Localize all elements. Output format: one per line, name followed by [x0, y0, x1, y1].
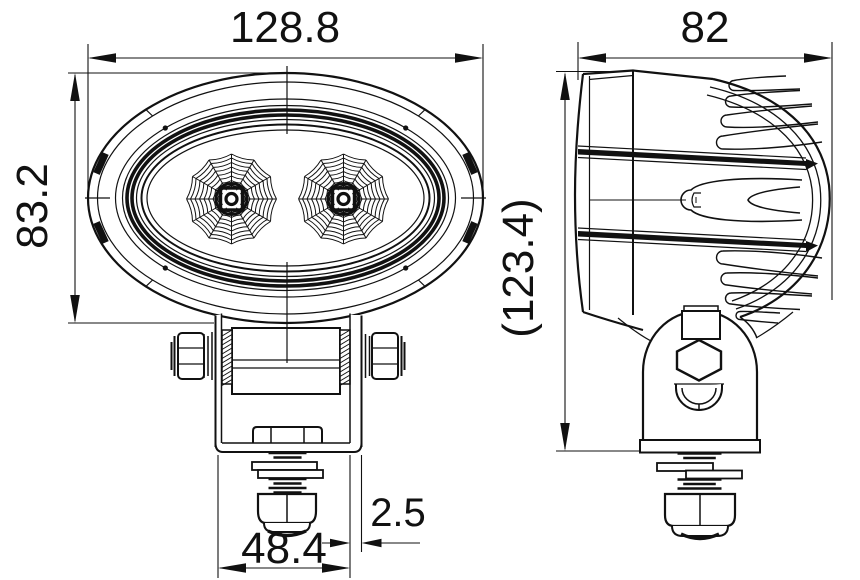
- bezel-clips: [93, 152, 478, 244]
- pedestal-mount: [639, 305, 761, 541]
- pivot-bolt-right: [360, 332, 406, 380]
- lens-inner-edge: [140, 123, 431, 273]
- dim-front-width-label: 128.8: [230, 3, 340, 52]
- front-view: [85, 66, 486, 538]
- dim-side-depth: 82: [577, 3, 833, 300]
- front-centerlines: [85, 66, 486, 363]
- pivot-bolt-left: [170, 332, 213, 380]
- lens-seal-band: [125, 108, 446, 288]
- heatsink-ribs: [577, 145, 818, 253]
- dim-overall-height: (123.4): [494, 70, 641, 452]
- dim-bracket-width-label: 48.4: [241, 524, 327, 573]
- heatsink-fork: [680, 177, 803, 223]
- front-stud-threads: [268, 451, 307, 494]
- dim-bracket-width: 48.4: [217, 455, 363, 578]
- led-chip-left: [214, 182, 249, 216]
- side-view: [573, 69, 831, 541]
- dim-bracket-thickness-label: 2.5: [370, 491, 426, 535]
- dim-front-height: 83.2: [8, 72, 289, 324]
- dim-bracket-thickness: 2.5: [322, 491, 426, 548]
- led-chip-right: [326, 182, 361, 216]
- dim-front-height-label: 83.2: [8, 163, 57, 249]
- side-stud-threads: [677, 452, 722, 490]
- dimensions: 128.8 82 83.2: [8, 3, 833, 578]
- pedestal-hex-bolt: [675, 338, 723, 382]
- dim-side-depth-label: 82: [681, 3, 730, 52]
- heatsink-fins-top: [715, 75, 823, 150]
- bezel-dots: [162, 125, 409, 271]
- front-bracket: [170, 313, 407, 538]
- dim-front-width: 128.8: [87, 3, 484, 206]
- dim-overall-height-label: (123.4): [494, 198, 543, 337]
- heatsink-fins-bottom: [715, 250, 823, 324]
